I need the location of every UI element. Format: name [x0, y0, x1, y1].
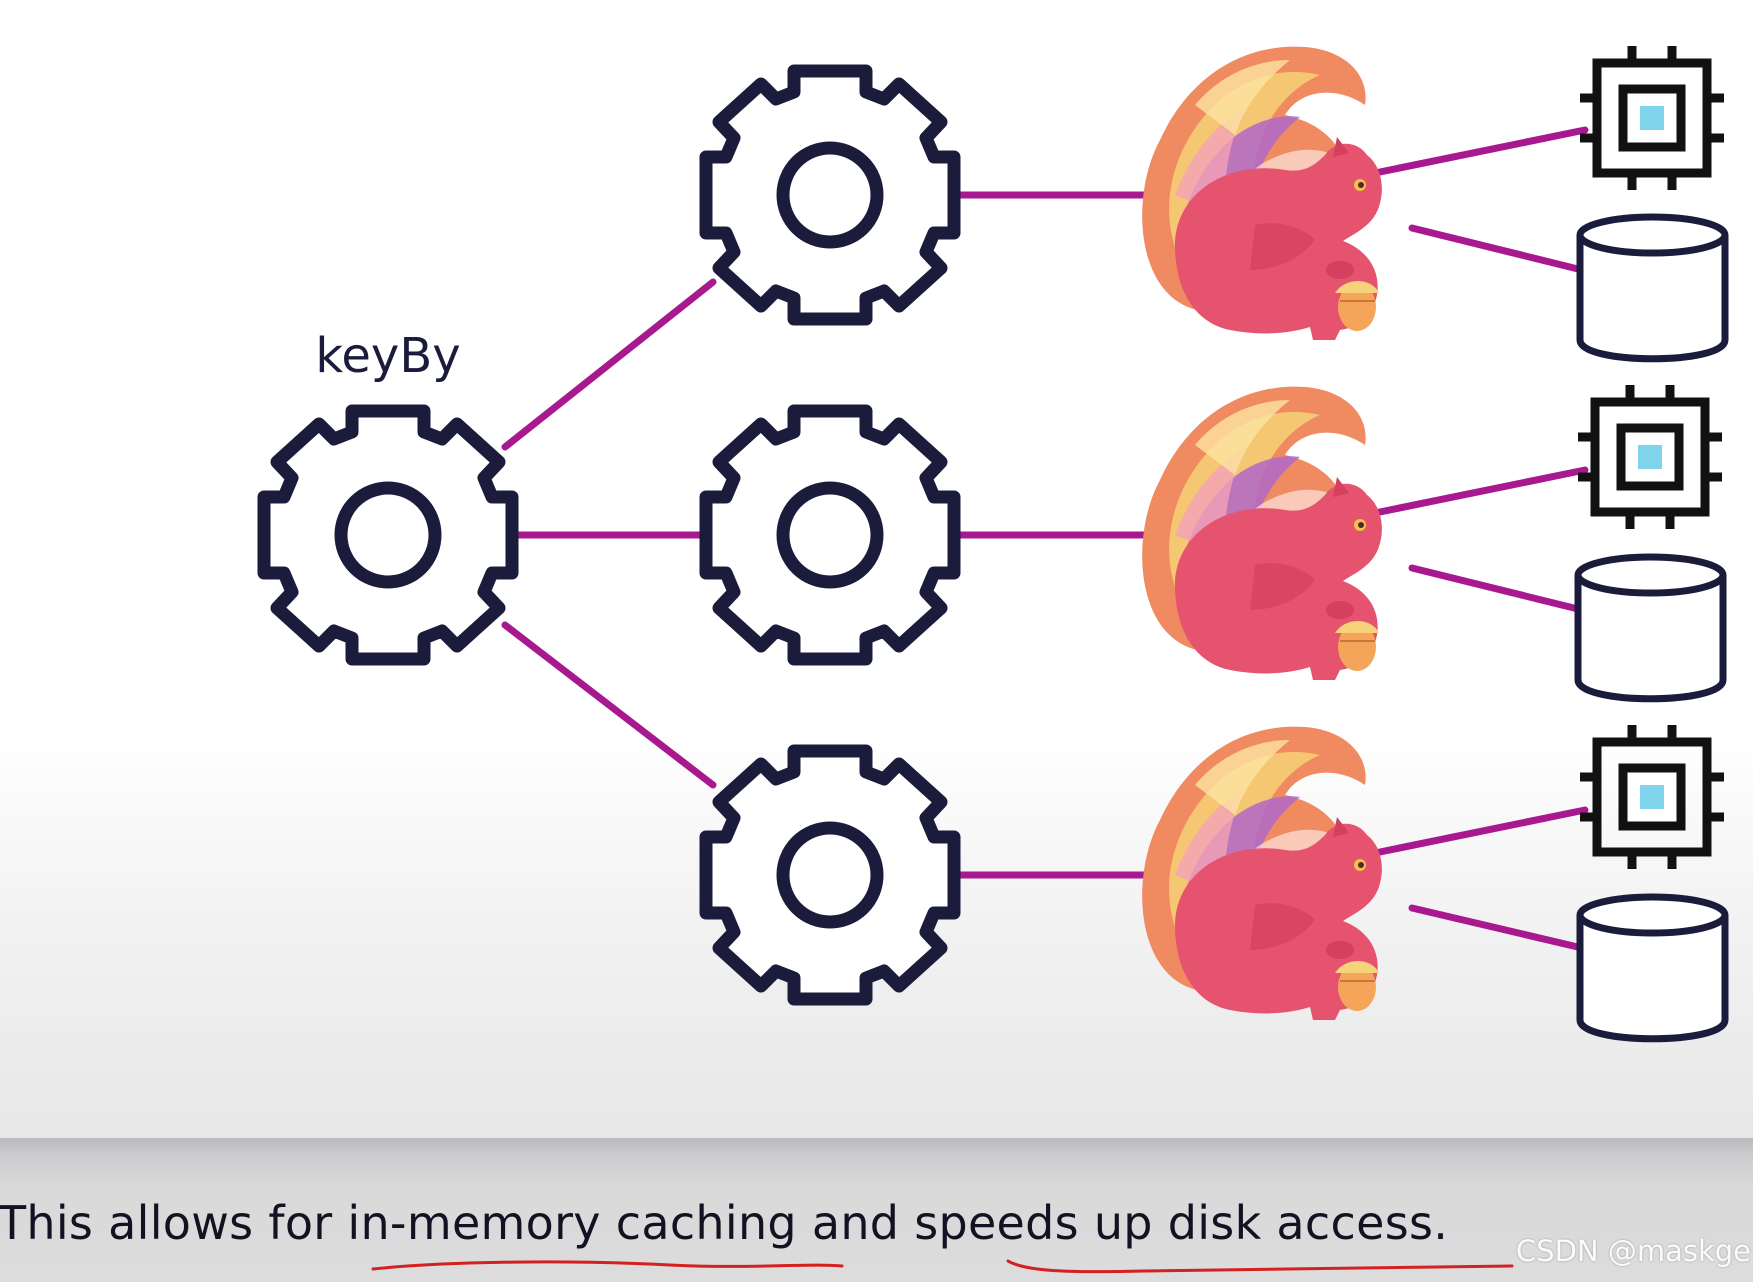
disk-cylinder-icon	[1578, 557, 1723, 699]
cpu-chip-icon	[1580, 46, 1724, 190]
connector-taskmanager-3-to-memory	[1371, 806, 1589, 857]
caption-bar	[0, 1138, 1753, 1282]
connector-taskmanager-3-to-disk	[1408, 904, 1586, 952]
highlight-underline-speeds-up-disk-access	[1006, 1259, 1514, 1274]
connector-source-to-operator-3	[501, 621, 717, 789]
connector-taskmanager-1-to-memory	[1371, 126, 1589, 177]
disk-cylinder-icon	[1580, 897, 1725, 1039]
flink-squirrel-icon	[1141, 45, 1383, 342]
gear-icon	[706, 71, 954, 319]
gear-icon	[706, 411, 954, 659]
cpu-chip-icon	[1580, 725, 1724, 869]
connector-taskmanager-2-to-disk	[1408, 564, 1586, 614]
gear-icon	[706, 751, 954, 999]
connector-taskmanager-1-to-disk	[1408, 224, 1586, 274]
disk-cylinder-icon	[1580, 217, 1725, 359]
highlight-underline-in-memory-caching	[371, 1260, 844, 1271]
flink-squirrel-icon	[1141, 725, 1383, 1021]
cpu-chip-icon	[1578, 385, 1722, 529]
flink-squirrel-icon	[1141, 385, 1383, 681]
watermark: CSDN @maskge	[1515, 1234, 1751, 1268]
connector-lines	[496, 126, 1589, 952]
caption-text: This allows for in-memory caching and sp…	[0, 1196, 1449, 1250]
gear-icon	[264, 411, 512, 659]
connector-taskmanager-2-to-memory	[1371, 466, 1589, 517]
connector-source-to-operator-1	[501, 278, 717, 451]
source-label: keyBy	[315, 328, 460, 384]
